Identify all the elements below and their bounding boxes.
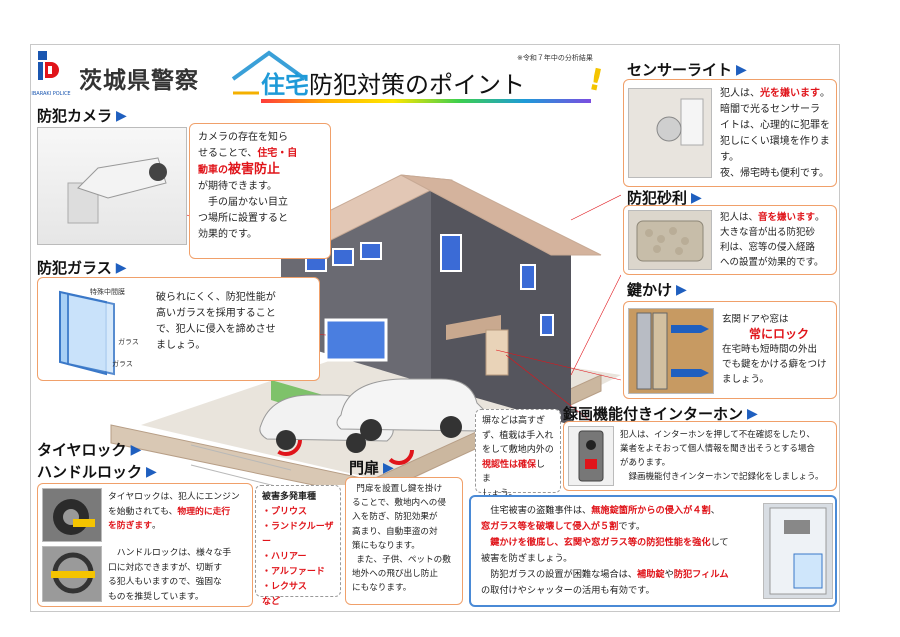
auxiliary-lock-photo — [763, 503, 833, 599]
glass-label-2: ガラス — [112, 360, 133, 368]
sensor-heading: センサーライト▶ — [627, 61, 747, 79]
sensor-panel: 犯人は、光を嫌います。 暗闇で光るセンサーラ イトは、心理的に犯罪を 犯しにくい… — [623, 79, 837, 187]
exclamation-icon: ! — [585, 61, 607, 100]
intercom-heading: 録画機能付きインターホン▶ — [563, 405, 758, 423]
chevron-right-icon: ▶ — [146, 463, 157, 480]
laminated-glass-diagram — [46, 284, 142, 376]
title-rainbow-underline — [261, 99, 591, 103]
sensor-text: 犯人は、光を嫌います。 暗闇で光るセンサーラ イトは、心理的に犯罪を 犯しにくい… — [720, 88, 830, 179]
white-car-right — [336, 378, 489, 465]
film-label: 特殊中間膜 — [90, 288, 125, 296]
police-logo — [35, 51, 61, 89]
chevron-right-icon: ▶ — [676, 281, 687, 298]
tire-lock-text: タイヤロックは、犯人にエンジン を始動されても、物理的に走行 を防ぎます。 — [108, 492, 240, 531]
intercom-text: 犯人は、インターホンを押して不在確認をしたり、 業者をよそおって個人情報を聞き出… — [620, 430, 824, 482]
chevron-right-icon: ▶ — [115, 259, 127, 276]
sensor-light-photo — [628, 88, 712, 178]
targeted-models-list: 被害多発車種 ・プリウス ・ランドクルーザー ・ハリアー ・アルファード ・レク… — [255, 485, 341, 607]
glass-heading: 防犯ガラス▶ — [37, 259, 127, 277]
logo-caption: IBARAKI POLICE — [31, 91, 71, 97]
window-lock-photo — [628, 308, 714, 394]
poster-frame: IBARAKI POLICE 茨城県警察 住宅防犯対策のポイント ! ※令和７年… — [30, 44, 840, 612]
gravel-panel: 犯人は、音を嫌います。 大きな音が出る防犯砂 利は、窓等の侵入経路 への設置が効… — [623, 205, 837, 275]
glass-panel: 特殊中間膜 ガラス ガラス 破られにくく、防犯性能が 高いガラスを採用すること … — [37, 277, 320, 381]
lock-panel: 玄関ドアや窓は 常にロック 在宅時も短時間の外出 でも鍵をかける癖をつけ ましょ… — [623, 301, 837, 399]
tire-lock-panel: タイヤロックは、犯人にエンジン を始動されても、物理的に走行 を防ぎます。 ハン… — [37, 483, 253, 607]
glass-label-1: ガラス — [118, 338, 139, 346]
intercom-photo — [568, 426, 614, 486]
glass-text: 破られにくく、防犯性能が 高いガラスを採用すること で、犯人に侵入を諦めさせ ま… — [156, 292, 276, 351]
title-main: 防犯対策のポイント — [309, 71, 525, 99]
gravel-photo — [628, 210, 712, 270]
chevron-right-icon: ▶ — [691, 189, 702, 206]
camera-heading: 防犯カメラ▶ — [37, 107, 127, 125]
summary-panel: 住宅被害の盗難事件は、無施錠箇所からの侵入が４割、 窓ガラス等を破壊して侵入が５… — [469, 495, 837, 607]
tire-lock-heading: タイヤロック▶ — [37, 441, 142, 459]
analysis-note: ※令和７年中の分析結果 — [517, 54, 593, 62]
gravel-text: 犯人は、音を嫌います。 大きな音が出る防犯砂 利は、窓等の侵入経路 への設置が効… — [720, 212, 825, 268]
gravel-heading: 防犯砂利▶ — [627, 189, 702, 207]
summary-text: 住宅被害の盗難事件は、無施錠箇所からの侵入が４割、 窓ガラス等を破壊して侵入が５… — [481, 505, 729, 596]
security-camera-photo — [37, 127, 187, 245]
handle-lock-heading: ハンドルロック▶ — [37, 463, 157, 481]
handle-lock-text: ハンドルロックは、様々な手 口に対応できますが、切断す る犯人もいますので、強固… — [108, 548, 232, 602]
gate-heading: 門扉▶ — [349, 459, 394, 477]
chevron-right-icon: ▶ — [130, 441, 142, 458]
camera-description: カメラの存在を知ら せることで、住宅・自 動車の被害防止 が期待できます。 手の… — [189, 123, 331, 259]
house-illustration — [100, 125, 622, 498]
page-title: 住宅防犯対策のポイント — [261, 65, 525, 100]
fence-visibility-note: 塀などは高すぎ ず、植栽は手入れ をして敷地内外の 視認性は確保しま しょう。 — [475, 409, 561, 499]
lock-heading: 鍵かけ▶ — [627, 281, 687, 299]
tire-lock-photo — [42, 488, 102, 542]
org-name: 茨城県警察 — [79, 68, 199, 94]
chevron-right-icon: ▶ — [736, 61, 747, 78]
chevron-right-icon: ▶ — [116, 107, 127, 124]
title-house-icon — [229, 49, 309, 97]
chevron-right-icon: ▶ — [383, 459, 394, 476]
gate-panel: 門扉を設置し鍵を掛け ることで、敷地内への侵 入を防ぎ、防犯効果が 高まり、自動… — [345, 477, 463, 605]
chevron-right-icon: ▶ — [747, 405, 758, 422]
title-accent: 住宅 — [261, 71, 309, 99]
handle-lock-photo — [42, 546, 102, 602]
lock-text: 玄関ドアや窓は 常にロック 在宅時も短時間の外出 でも鍵をかける癖をつけ ましょ… — [722, 314, 827, 385]
intercom-panel: 犯人は、インターホンを押して不在確認をしたり、 業者をよそおって個人情報を聞き出… — [563, 421, 837, 491]
